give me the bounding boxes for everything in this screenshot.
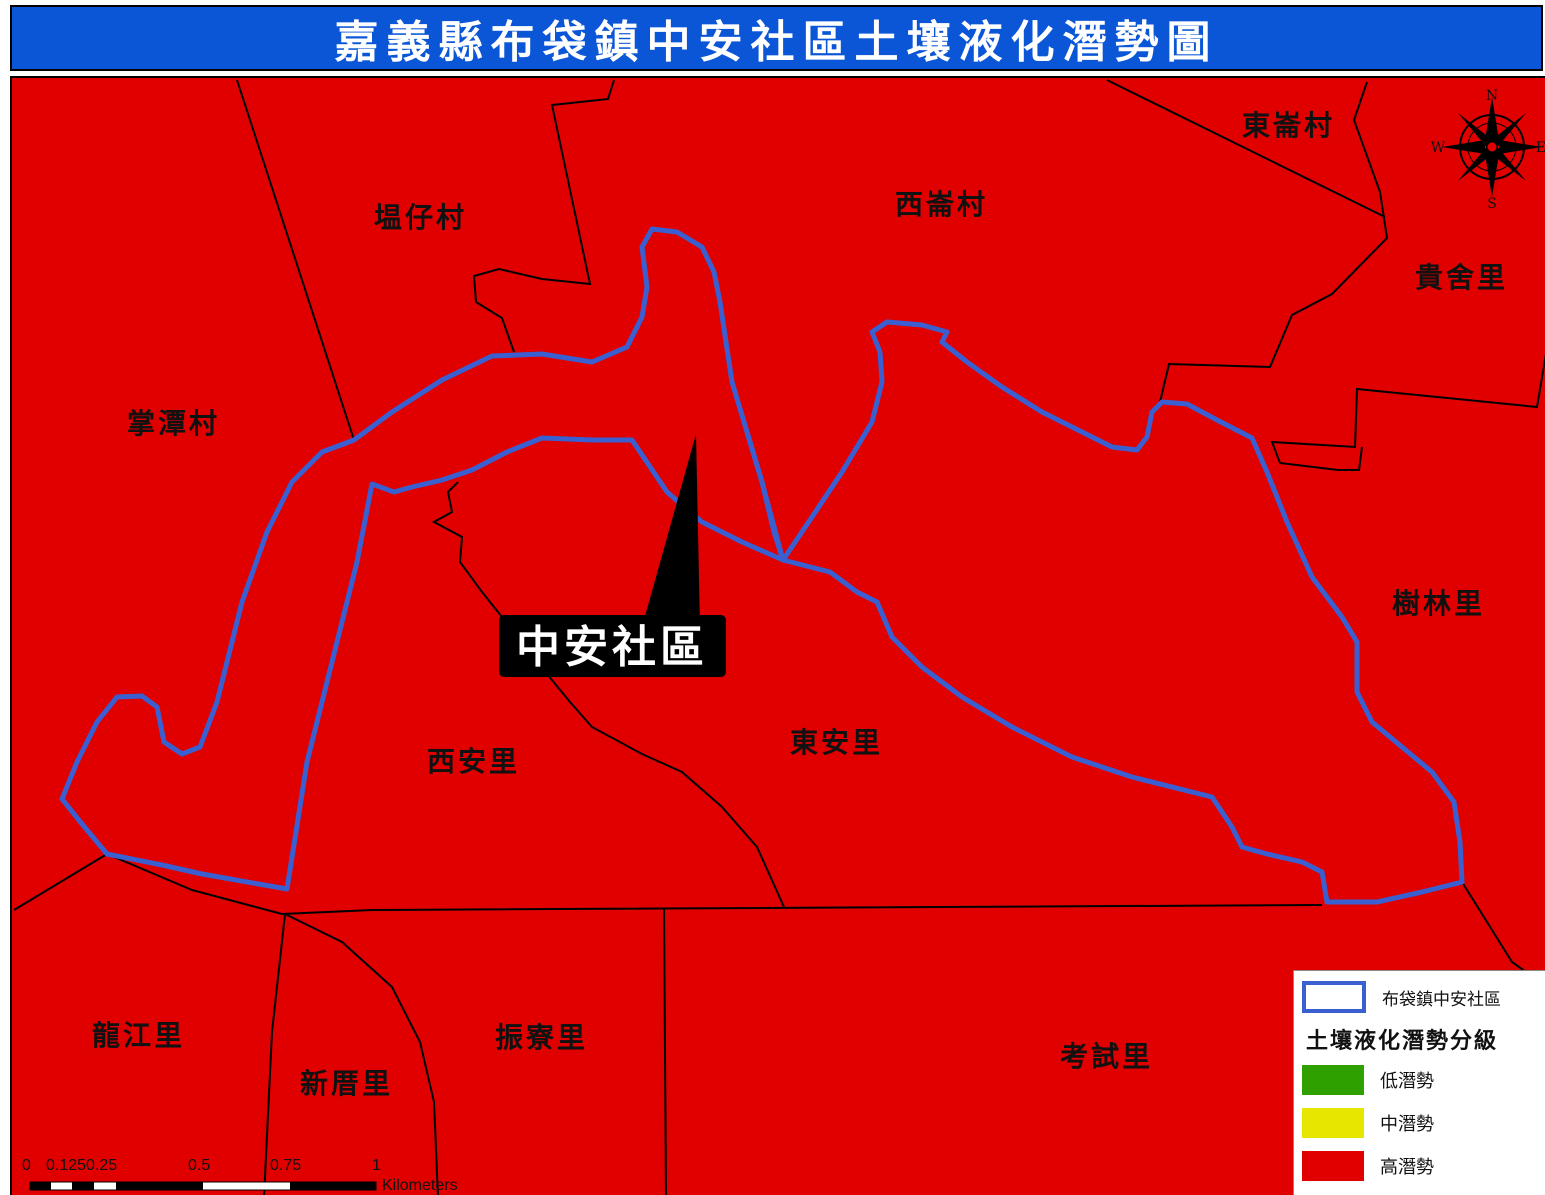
boundary-line [1270,353,1545,471]
legend-label-medium: 中潛勢 [1380,1114,1434,1135]
map-frame: 中安社區 塭仔村 西崙村 東崙村 貴舍里 掌潭村 樹林里 西安里 東安里 龍江里… [10,76,1545,1195]
scale-unit: Kilometers [382,1177,458,1194]
map-title: 嘉義縣布袋鎮中安社區土壤液化潛勢圖 [334,17,1219,68]
scale-bar: 0 0.1250.25 0.5 0.75 1 Kilometers [22,1157,458,1194]
label-zhenliaoli: 振寮里 [495,1021,588,1054]
compass-north-point [1485,97,1499,140]
legend-swatch-medium [1302,1108,1364,1138]
scale-tick-1: 0.1250.25 [46,1157,117,1174]
legend-heading: 土壤液化潛勢分級 [1306,1028,1499,1054]
boundary-line [236,79,355,441]
callout-pointer [642,434,700,627]
legend-swatch-high [1302,1151,1364,1181]
boundary-line [106,853,1323,916]
label-dongxiancun: 東崙村 [1242,109,1335,142]
village-labels: 塭仔村 西崙村 東崙村 貴舍里 掌潭村 樹林里 西安里 東安里 龍江里 振寮里 … [92,109,1508,1100]
legend-row-medium: 中潛勢 [1302,1108,1434,1138]
title-bar: 嘉義縣布袋鎮中安社區土壤液化潛勢圖 [10,5,1543,71]
boundary-line [1106,79,1386,218]
boundary-line [431,481,785,908]
callout: 中安社區 [499,434,726,677]
label-kaoshili: 考試里 [1060,1040,1153,1073]
boundary-line [472,79,615,353]
boundary-line [284,913,439,1195]
scale-tick-3: 0.75 [270,1157,301,1174]
callout-box [499,615,726,677]
boundary-line [13,853,108,911]
scale-tick-0: 0 [22,1157,31,1174]
legend-label-high: 高潛勢 [1380,1157,1434,1178]
legend-swatch-low [1302,1065,1364,1095]
legend-label-low: 低潛勢 [1380,1071,1434,1092]
label-xixiancun: 西崙村 [895,188,988,221]
label-hedingcun: 塭仔村 [374,201,467,234]
legend-row-boundary: 布袋鎮中安社區 [1302,981,1501,1013]
legend-row-high: 高潛勢 [1302,1151,1434,1181]
callout-label: 中安社區 [516,622,708,673]
label-longjiangli: 龍江里 [92,1019,185,1052]
label-xincuoli: 新厝里 [300,1067,393,1100]
legend: 布袋鎮中安社區 土壤液化潛勢分級 低潛勢 中潛勢 高潛勢 [1293,970,1545,1195]
label-donganli: 東安里 [790,726,883,759]
boundary-line [263,913,286,1195]
community-outline [59,226,1465,905]
compass-w: W [1431,140,1446,156]
legend-row-low: 低潛勢 [1302,1065,1434,1095]
scale-tick-2: 0.5 [188,1157,210,1174]
legend-boundary-swatch [1302,981,1366,1013]
boundary-line [663,907,667,1195]
zhongan-community-boundary [59,226,1465,905]
compass-s: S [1487,196,1497,212]
label-zhangtancun: 掌潭村 [127,407,220,440]
label-guisheli: 貴舍里 [1415,261,1508,294]
compass-rose: N S W E [1431,88,1545,212]
legend-boundary-label: 布袋鎮中安社區 [1382,989,1501,1010]
label-shulinli: 樹林里 [1392,587,1485,620]
compass-n: N [1486,88,1498,104]
compass-e: E [1536,140,1545,156]
label-xianli: 西安里 [427,745,520,778]
community-inner-line [744,431,786,561]
boundary-line [1159,81,1389,403]
scale-tick-4: 1 [372,1157,381,1174]
